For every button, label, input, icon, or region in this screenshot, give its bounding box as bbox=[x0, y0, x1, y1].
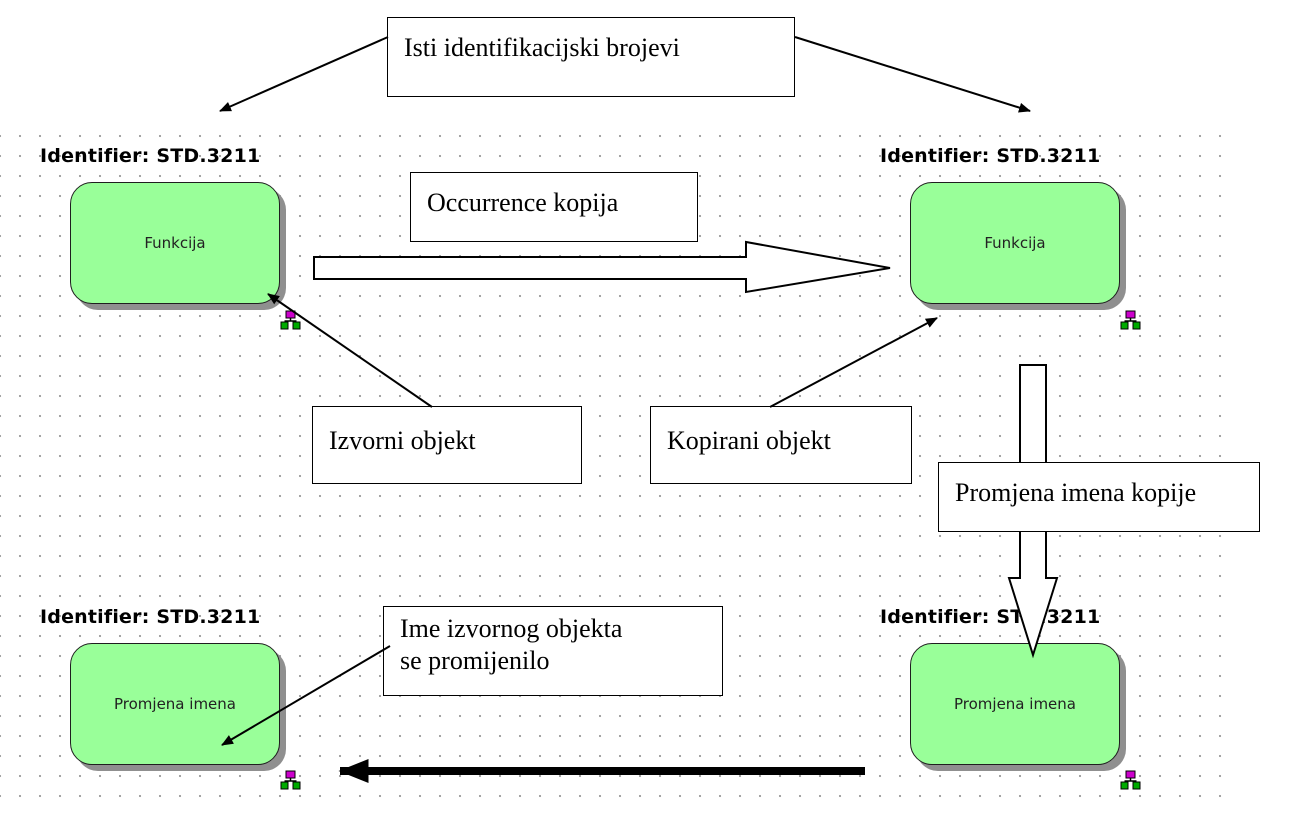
callout-copied-object: Kopirani objekt bbox=[650, 406, 912, 484]
callout-occurrence-copy: Occurrence kopija bbox=[410, 172, 698, 242]
function-name: Funkcija bbox=[144, 234, 206, 252]
identifier-label: Identifier: STD.3211 bbox=[40, 145, 261, 167]
callout-source-object: Izvorni objekt bbox=[312, 406, 582, 484]
function-name: Promjena imena bbox=[114, 695, 236, 713]
function-object-source[interactable]: Funkcija bbox=[70, 182, 280, 304]
assignment-tree-icon[interactable] bbox=[280, 770, 302, 792]
assignment-tree-icon[interactable] bbox=[1120, 310, 1142, 332]
function-name: Funkcija bbox=[984, 234, 1046, 252]
function-object-copy[interactable]: Funkcija bbox=[910, 182, 1120, 304]
assignment-tree-icon[interactable] bbox=[1120, 770, 1142, 792]
callout-rename-copy: Promjena imena kopije bbox=[938, 462, 1260, 532]
identifier-label: Identifier: STD.3211 bbox=[880, 145, 1101, 167]
callout-same-identifiers: Isti identifikacijski brojevi bbox=[387, 17, 795, 97]
assignment-tree-icon[interactable] bbox=[280, 310, 302, 332]
function-object-copy-renamed[interactable]: Promjena imena bbox=[910, 643, 1120, 765]
function-name: Promjena imena bbox=[954, 695, 1076, 713]
callout-source-renamed: Ime izvornog objekta se promijenilo bbox=[383, 606, 723, 696]
identifier-label: Identifier: STD.3211 bbox=[40, 606, 261, 628]
